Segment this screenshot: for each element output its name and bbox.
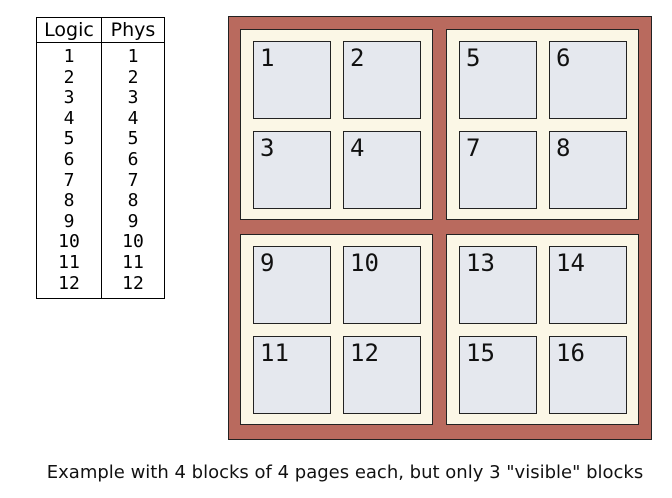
phys-cell: 6: [101, 149, 165, 171]
page-number: 16: [556, 339, 585, 367]
page: 7: [459, 131, 537, 209]
phys-cell: 1: [101, 42, 165, 68]
logic-cell: 8: [63, 190, 75, 212]
page-number: 9: [260, 249, 275, 277]
page-number: 2: [350, 44, 365, 72]
table-row: 12 12: [37, 272, 165, 299]
table-row: 11 11: [37, 251, 165, 274]
page-number: 1: [260, 44, 275, 72]
phys-cell: 12: [101, 273, 165, 299]
phys-cell: 3: [101, 88, 165, 109]
page: 5: [459, 41, 537, 119]
page-number: 12: [350, 339, 379, 367]
page: 15: [459, 336, 537, 414]
logic-cell: 6: [63, 148, 75, 170]
table-header-row: Logic Phys: [36, 17, 165, 43]
block-3: 9 10 11 12: [240, 234, 433, 425]
page: 11: [253, 336, 331, 414]
caption: Example with 4 blocks of 4 pages each, b…: [46, 462, 644, 483]
page: 9: [253, 246, 331, 324]
page-number: 6: [556, 44, 571, 72]
page: 8: [549, 131, 627, 209]
logic-cell: 10: [58, 231, 80, 253]
logic-cell: 9: [63, 210, 75, 232]
page: 14: [549, 246, 627, 324]
table-row: 10 10: [37, 232, 165, 253]
physical-memory: 1 2 3 4 5 6 7 8 9 10 11 12 13 14 15 16: [228, 16, 652, 440]
page: 12: [343, 336, 421, 414]
logic-cell: 4: [63, 107, 75, 129]
logic-cell: 3: [63, 87, 75, 109]
logic-cell: 7: [63, 169, 75, 191]
page: 10: [343, 246, 421, 324]
page-number: 15: [466, 339, 495, 367]
page: 16: [549, 336, 627, 414]
page-number: 5: [466, 44, 481, 72]
phys-cell: 4: [101, 108, 165, 130]
page-number: 11: [260, 339, 289, 367]
block-4: 13 14 15 16: [446, 234, 639, 425]
phys-cell: 7: [101, 170, 165, 192]
header-phys: Phys: [101, 17, 165, 43]
page: 2: [343, 41, 421, 119]
page: 4: [343, 131, 421, 209]
page: 1: [253, 41, 331, 119]
page: 13: [459, 246, 537, 324]
logic-cell: 1: [63, 46, 75, 67]
page: 3: [253, 131, 331, 209]
page-number: 7: [466, 134, 481, 162]
phys-cell: 5: [101, 129, 165, 150]
phys-cell: 2: [101, 67, 165, 89]
page-number: 10: [350, 249, 379, 277]
page-number: 14: [556, 249, 585, 277]
page-number: 8: [556, 134, 571, 162]
phys-cell: 10: [101, 232, 165, 253]
page: 6: [549, 41, 627, 119]
logic-cell: 11: [58, 251, 80, 273]
block-2: 5 6 7 8: [446, 29, 639, 220]
page-number: 13: [466, 249, 495, 277]
phys-cell: 9: [101, 211, 165, 233]
logic-cell: 5: [63, 128, 75, 150]
header-logic: Logic: [36, 17, 102, 43]
logic-cell: 12: [58, 272, 80, 294]
block-1: 1 2 3 4: [240, 29, 433, 220]
phys-cell: 8: [101, 191, 165, 212]
phys-cell: 11: [101, 252, 165, 274]
page-number: 4: [350, 134, 365, 162]
page-number: 3: [260, 134, 275, 162]
logic-cell: 2: [63, 66, 75, 88]
